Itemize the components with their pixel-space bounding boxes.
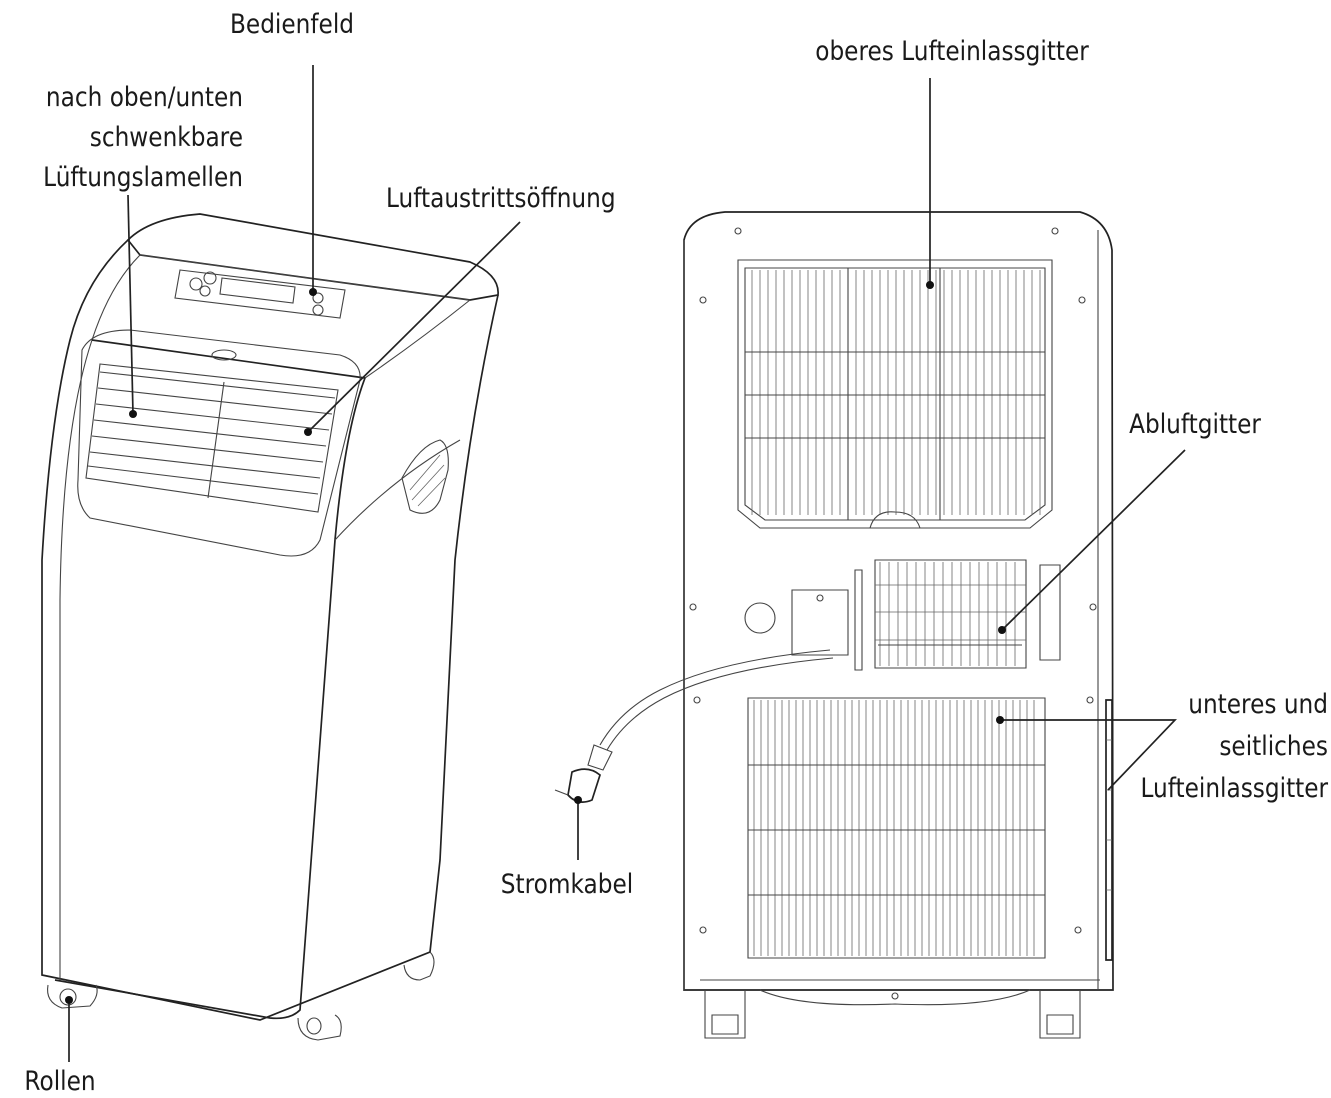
side-grille: [401, 439, 449, 514]
label-unteres-line-1: unteres und: [1188, 688, 1328, 719]
label-rollen: Rollen: [24, 1065, 95, 1096]
label-oberes-gitter: oberes Lufteinlassgitter: [815, 35, 1089, 66]
label-lamellen-line-3: Lüftungslamellen: [43, 161, 243, 192]
exhaust-grille: [854, 559, 1061, 671]
drain-port: [744, 602, 776, 634]
socket-box: [791, 589, 849, 656]
label-stromkabel: Stromkabel: [501, 868, 633, 899]
front-unit: [41, 213, 499, 1041]
label-abluftgitter: Abluftgitter: [1129, 408, 1261, 439]
front-wheels: [47, 951, 435, 1041]
label-unteres-line-2: seitliches: [1219, 730, 1328, 761]
rear-wheels: [704, 989, 1081, 1039]
louver-slats: [87, 371, 336, 499]
label-lamellen-line-1: nach oben/unten: [46, 81, 243, 112]
power-cord: [554, 649, 834, 803]
lower-intake-grille: [747, 697, 1046, 959]
label-luftaustritt: Luftaustrittsöffnung: [386, 182, 616, 213]
labels: Bedienfeld nach oben/unten schwenkbare L…: [24, 8, 1328, 1096]
side-intake-grille: [1105, 699, 1113, 961]
label-bedienfeld: Bedienfeld: [230, 8, 354, 39]
louver-frame: [77, 329, 361, 557]
back-unit: [554, 211, 1114, 1039]
label-unteres-line-3: Lufteinlassgitter: [1140, 772, 1328, 803]
upper-intake-grille: [737, 259, 1053, 529]
leader-lines: [65, 65, 1186, 1062]
label-lamellen-line-2: schwenkbare: [90, 121, 243, 152]
control-panel: [174, 269, 346, 319]
